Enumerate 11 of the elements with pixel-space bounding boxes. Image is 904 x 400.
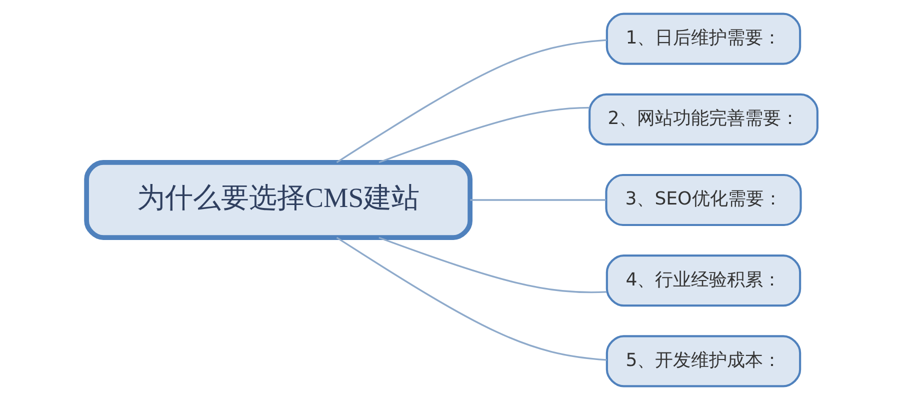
node-box: 为什么要选择CMS建站 (84, 160, 472, 240)
connector (470, 199, 606, 201)
node-box: 1、日后维护需要： (606, 12, 802, 65)
node-box: 2、网站功能完善需要： (588, 93, 818, 146)
connector (378, 106, 590, 164)
connector (378, 236, 607, 294)
connector (336, 39, 607, 164)
node-box: 4、行业经验积累： (606, 254, 802, 307)
node-box: 3、SEO优化需要： (605, 174, 802, 226)
connector (336, 236, 607, 361)
node-box: 5、开发维护成本： (606, 335, 802, 388)
